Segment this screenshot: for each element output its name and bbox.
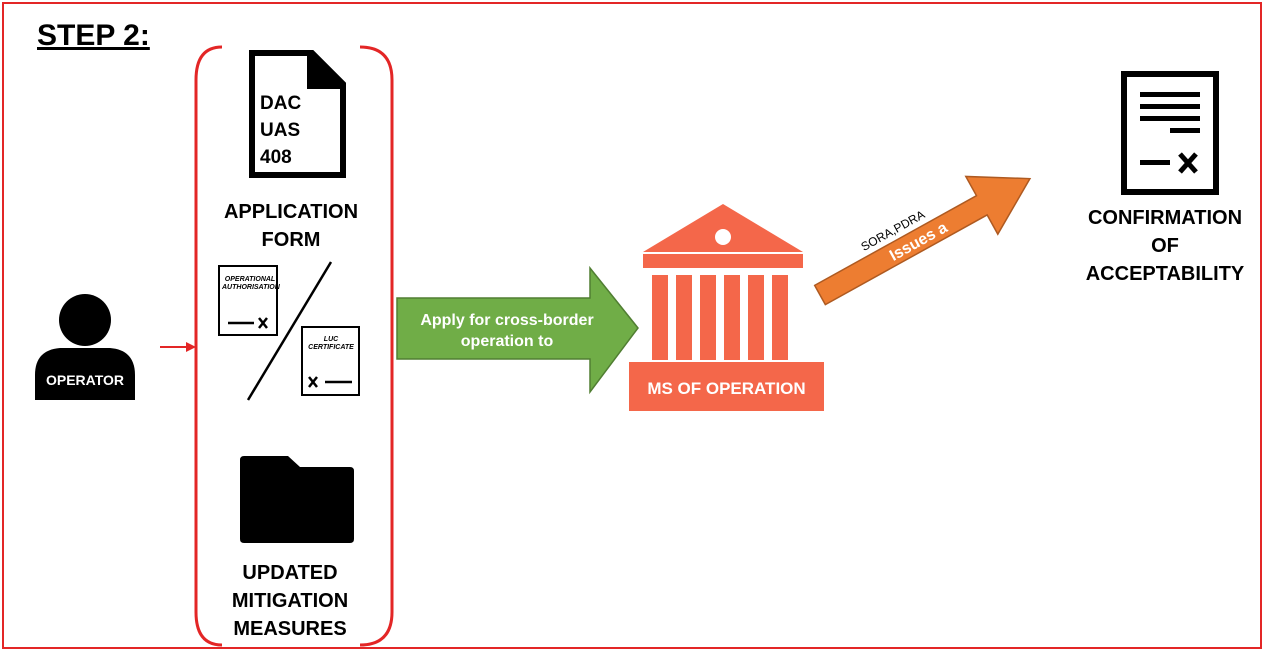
application-form-line: APPLICATION (223, 201, 359, 223)
application-form-line: FORM (261, 229, 321, 251)
confirmation-line: CONFIRMATION (1087, 207, 1243, 229)
confirmation-line: ACCEPTABILITY (1085, 263, 1245, 285)
divider-slash (246, 261, 333, 401)
operator-label: OPERATOR (45, 372, 125, 388)
operator-icon (35, 294, 135, 400)
operational-authorisation-text: OPERATIONAL (224, 276, 276, 283)
application-form-label: APPLICATION FORM (211, 198, 371, 254)
mitigation-measures-label: UPDATED MITIGATION MEASURES (205, 559, 375, 643)
ms-of-operation-label: MS OF OPERATION (647, 379, 806, 398)
red-pointer-arrow (160, 342, 196, 352)
mitigation-line: MEASURES (233, 618, 347, 640)
confirmation-line: OF (1151, 235, 1179, 257)
building-icon (629, 204, 824, 411)
issues-arrow-shape: Issues a SORA,PDRA (813, 175, 1032, 306)
mitigation-line: UPDATED (242, 562, 338, 584)
document-icon (249, 50, 346, 178)
bracket-right (359, 45, 394, 647)
document-code-line: UAS (260, 120, 301, 141)
confirmation-document-icon (1121, 71, 1219, 195)
folder-icon (240, 456, 354, 543)
step-title: STEP 2: (37, 19, 150, 52)
mitigation-line: MITIGATION (231, 590, 349, 612)
confirmation-label: CONFIRMATION OF ACCEPTABILITY (1075, 204, 1255, 288)
operational-authorisation-text: AUTHORISATION (222, 284, 280, 291)
apply-arrow-line: Apply for cross-border (420, 312, 594, 329)
apply-arrow-label: Apply for cross-border operation to (402, 310, 612, 352)
apply-arrow-shape (396, 265, 639, 395)
luc-certificate-text: CERTIFICATE (308, 344, 354, 351)
bracket-left (194, 45, 223, 647)
operational-authorisation-icon (218, 265, 278, 336)
document-code-line: 408 (260, 147, 292, 168)
apply-arrow-line: operation to (460, 333, 554, 350)
luc-certificate-icon (301, 326, 360, 396)
document-code-line: DAC (260, 93, 302, 114)
luc-certificate-text: LUC (323, 336, 339, 343)
